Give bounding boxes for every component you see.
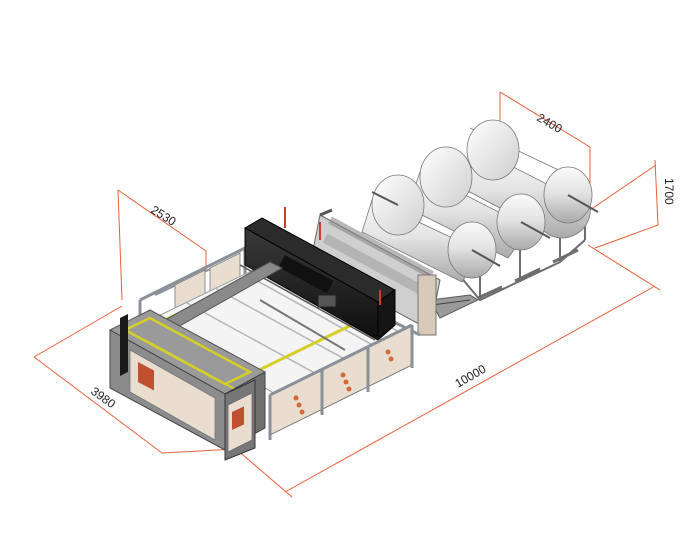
dim-roll-length-label: 2400 xyxy=(535,110,565,136)
dim-cutter-width-line xyxy=(117,189,207,252)
dim-cutter-width-label: 2530 xyxy=(148,203,178,229)
control-console xyxy=(108,309,267,461)
spreader-unit xyxy=(309,208,441,336)
fabric-roll-1 xyxy=(361,174,501,283)
dimension-lines xyxy=(33,91,661,498)
red-posts xyxy=(284,207,381,305)
dim-roll-length-line xyxy=(499,91,591,148)
dim-roll-height-label: 1700 xyxy=(662,178,676,205)
cutter-gantry xyxy=(239,217,396,342)
fabric-roll-2 xyxy=(407,146,551,259)
fabric-roll-3 xyxy=(465,119,599,239)
front-frame xyxy=(268,323,414,440)
feeder-table xyxy=(429,294,480,319)
console-logo xyxy=(138,362,154,391)
dim-roll-height-line xyxy=(654,159,659,226)
dim-machine-width-line xyxy=(33,356,163,454)
dim-total-length-line xyxy=(284,285,656,493)
dim-total-length-label: 10000 xyxy=(453,362,489,391)
